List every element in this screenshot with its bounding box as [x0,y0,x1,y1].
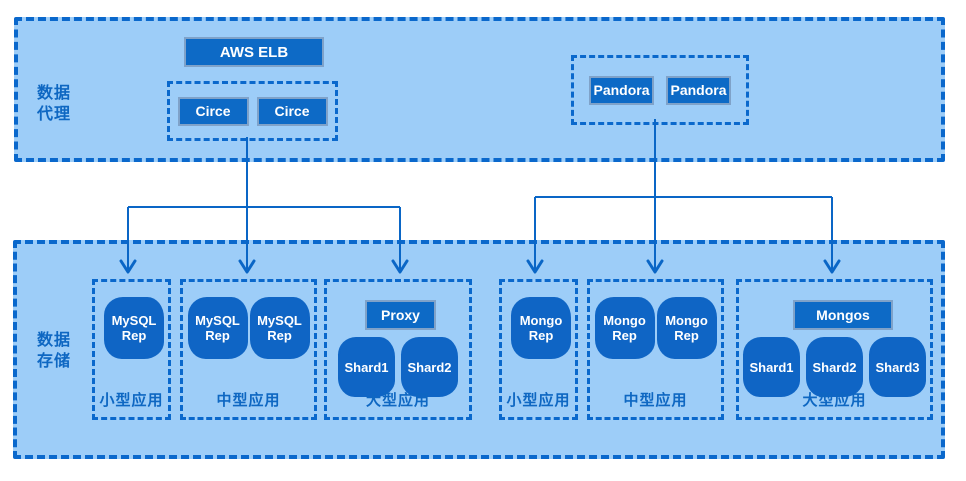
pandora-group: Pandora Pandora [571,55,749,125]
mysql-shard-row: Shard1 Shard2 [327,339,469,395]
proxy-layer-label: 数据 代理 [37,85,72,123]
proxy-router-node: Proxy [365,300,436,330]
mongo-rep-node: Mongo Rep [658,299,715,357]
mysql-rep-node: MySQL Rep [106,299,162,357]
mongo-shard2-node: Shard2 [808,339,861,395]
pandora-node-2: Pandora [666,75,731,105]
mongo-rep-node: Mongo Rep [596,299,653,357]
mysql-small-app-group: MySQL Rep 小型应用 [92,279,171,420]
mongo-rep-node: Mongo Rep [513,299,569,357]
storage-layer-container: 数据 存储 MySQL Rep 小型应用 MySQL Rep MySQL Rep… [13,240,945,459]
mysql-small-app-label: 小型应用 [99,392,164,409]
mongo-small-app-group: Mongo Rep 小型应用 [499,279,578,420]
mongo-shard3-node: Shard3 [871,339,924,395]
pandora-node-1: Pandora [589,75,654,105]
mysql-medium-app-group: MySQL Rep MySQL Rep 中型应用 [180,279,317,420]
circe-group: Circe Circe [167,81,338,141]
mysql-rep-row: MySQL Rep MySQL Rep [183,299,314,357]
mongo-shard-row: Shard1 Shard2 Shard3 [739,339,930,395]
mysql-medium-app-label: 中型应用 [216,392,281,409]
proxy-layer-container: 数据 代理 AWS ELB Circe Circe Pandora Pandor… [14,17,945,162]
mysql-rep-node: MySQL Rep [189,299,246,357]
mongo-medium-app-group: Mongo Rep Mongo Rep 中型应用 [587,279,724,420]
mysql-rep-node: MySQL Rep [251,299,308,357]
mongo-rep-row: Mongo Rep Mongo Rep [590,299,721,357]
storage-layer-label: 数据 存储 [37,332,72,370]
mysql-large-app-label: 大型应用 [365,392,430,409]
mongos-router-node: Mongos [793,300,893,330]
mongo-medium-app-label: 中型应用 [623,392,688,409]
mysql-large-app-group: Proxy Shard1 Shard2 大型应用 [324,279,472,420]
mongo-small-app-label: 小型应用 [506,392,571,409]
mysql-shard2-node: Shard2 [403,339,456,395]
aws-elb-node: AWS ELB [184,37,324,67]
circe-node-1: Circe [177,96,249,126]
circe-node-2: Circe [256,96,328,126]
mysql-shard1-node: Shard1 [340,339,393,395]
mongo-large-app-label: 大型应用 [802,392,867,409]
mongo-large-app-group: Mongos Shard1 Shard2 Shard3 大型应用 [736,279,933,420]
mongo-shard1-node: Shard1 [745,339,798,395]
